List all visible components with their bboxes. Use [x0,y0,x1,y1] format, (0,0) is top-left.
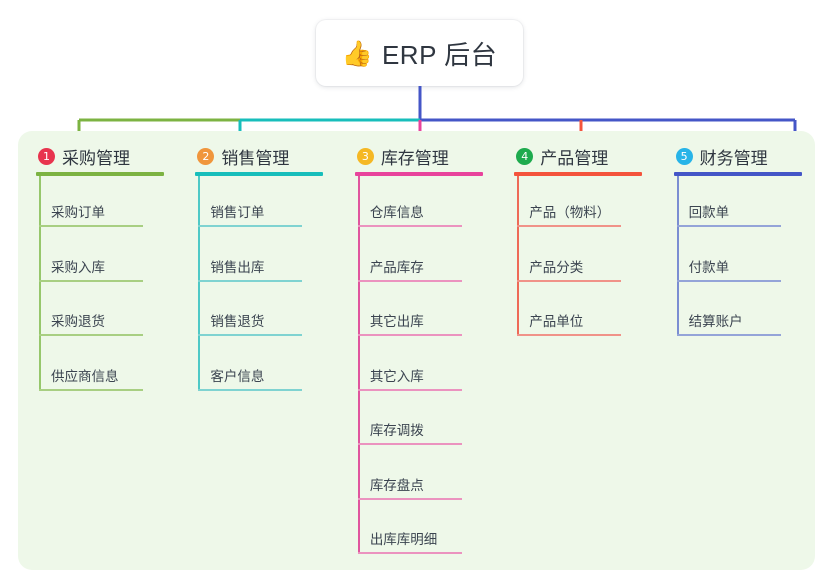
column-title: 库存管理 [380,149,449,168]
column-rule [673,172,802,176]
column-rule [354,172,483,176]
root-node[interactable]: 👍 ERP 后台 [316,20,523,86]
leaf-item-rule [357,497,462,500]
column-财务管理: 5 财务管理回款单付款单结算账户 [656,131,815,570]
leaf-item-label[interactable]: 结算账户 [688,314,743,329]
leaf-item-label[interactable]: 采购入库 [51,259,105,275]
column-header-库存管理[interactable]: 3 库存管理 [356,144,449,169]
leaf-item-label[interactable]: 采购订单 [51,205,105,220]
leaf-item-label[interactable]: 产品库存 [369,259,424,275]
leaf-item-rule [39,279,143,282]
root-title: ERP 后台 [381,39,498,70]
column-spine [357,176,360,552]
leaf-item-rule [357,279,462,282]
leaf-item-label[interactable]: 客户信息 [210,368,265,384]
leaf-item-label[interactable]: 销售订单 [210,205,265,220]
leaf-item-rule [357,334,462,336]
leaf-item-label[interactable]: 销售退货 [210,314,265,329]
column-spine [39,176,41,389]
leaf-item-rule [517,225,622,227]
leaf-item-rule [676,334,781,336]
leaf-item-label[interactable]: 产品（物料） [529,205,611,220]
leaf-item-label[interactable]: 采购退货 [51,314,105,329]
leaf-item-label[interactable]: 产品分类 [529,259,584,275]
leaf-item-label[interactable]: 库存调拨 [369,423,424,438]
leaf-item-rule [39,388,143,391]
leaf-item-rule [198,279,303,282]
leaf-item-label[interactable]: 库存盘点 [369,477,424,493]
column-header-采购管理[interactable]: 1 采购管理 [38,144,130,169]
leaf-item-rule [198,334,303,336]
column-number-badge: 1 [38,148,55,165]
column-number-badge: 4 [516,148,534,165]
leaf-item-label[interactable]: 回款单 [688,205,730,220]
thumbs-up-icon: 👍 [341,39,373,68]
column-header-财务管理[interactable]: 5 财务管理 [675,144,768,169]
leaf-item-rule [517,334,622,336]
column-number-badge: 3 [356,148,374,165]
leaf-item-label[interactable]: 供应商信息 [51,368,119,384]
leaf-item-rule [357,225,462,227]
leaf-item-label[interactable]: 出库库明细 [369,532,438,547]
column-rule [514,172,643,176]
leaf-item-rule [357,443,462,445]
column-采购管理: 1 采购管理采购订单采购入库采购退货供应商信息 [18,131,177,570]
leaf-item-label[interactable]: 销售出库 [210,259,265,275]
leaf-item-rule [198,388,303,391]
column-spine [198,176,201,389]
column-rule [36,172,164,176]
leaf-item-rule [676,225,781,227]
leaf-item-rule [357,552,462,554]
column-title: 采购管理 [62,149,130,168]
column-number-badge: 5 [675,148,693,165]
column-spine [517,176,520,334]
column-header-产品管理[interactable]: 4 产品管理 [516,144,608,169]
leaf-item-rule [39,225,143,227]
column-rule [195,172,324,176]
leaf-item-label[interactable]: 付款单 [688,259,730,275]
leaf-item-rule [198,225,303,227]
column-title: 销售管理 [221,149,290,168]
diagram-panel [18,131,815,570]
leaf-item-rule [357,388,462,391]
column-销售管理: 2 销售管理销售订单销售出库销售退货客户信息 [177,131,336,570]
leaf-item-rule [517,279,622,282]
leaf-item-label[interactable]: 其它入库 [369,368,424,384]
column-title: 财务管理 [699,149,768,168]
column-title: 产品管理 [540,149,609,168]
column-number-badge: 2 [197,148,215,165]
column-产品管理: 4 产品管理产品（物料） 产品分类产品单位 [496,131,655,570]
column-spine [676,176,679,334]
leaf-item-label[interactable]: 仓库信息 [369,205,424,220]
column-header-销售管理[interactable]: 2 销售管理 [197,144,289,169]
leaf-item-label[interactable]: 产品单位 [529,314,584,329]
columns-container: 1 采购管理采购订单采购入库采购退货供应商信息 2 销售管理销售订单销售出库销售退货客… [18,131,815,570]
leaf-item-rule [39,334,143,336]
leaf-item-rule [676,279,781,282]
column-库存管理: 3 库存管理仓库信息产品库存其它出库其它入库库存调拨库存盘点出库库明细 [337,131,496,570]
leaf-item-label[interactable]: 其它出库 [369,314,424,329]
